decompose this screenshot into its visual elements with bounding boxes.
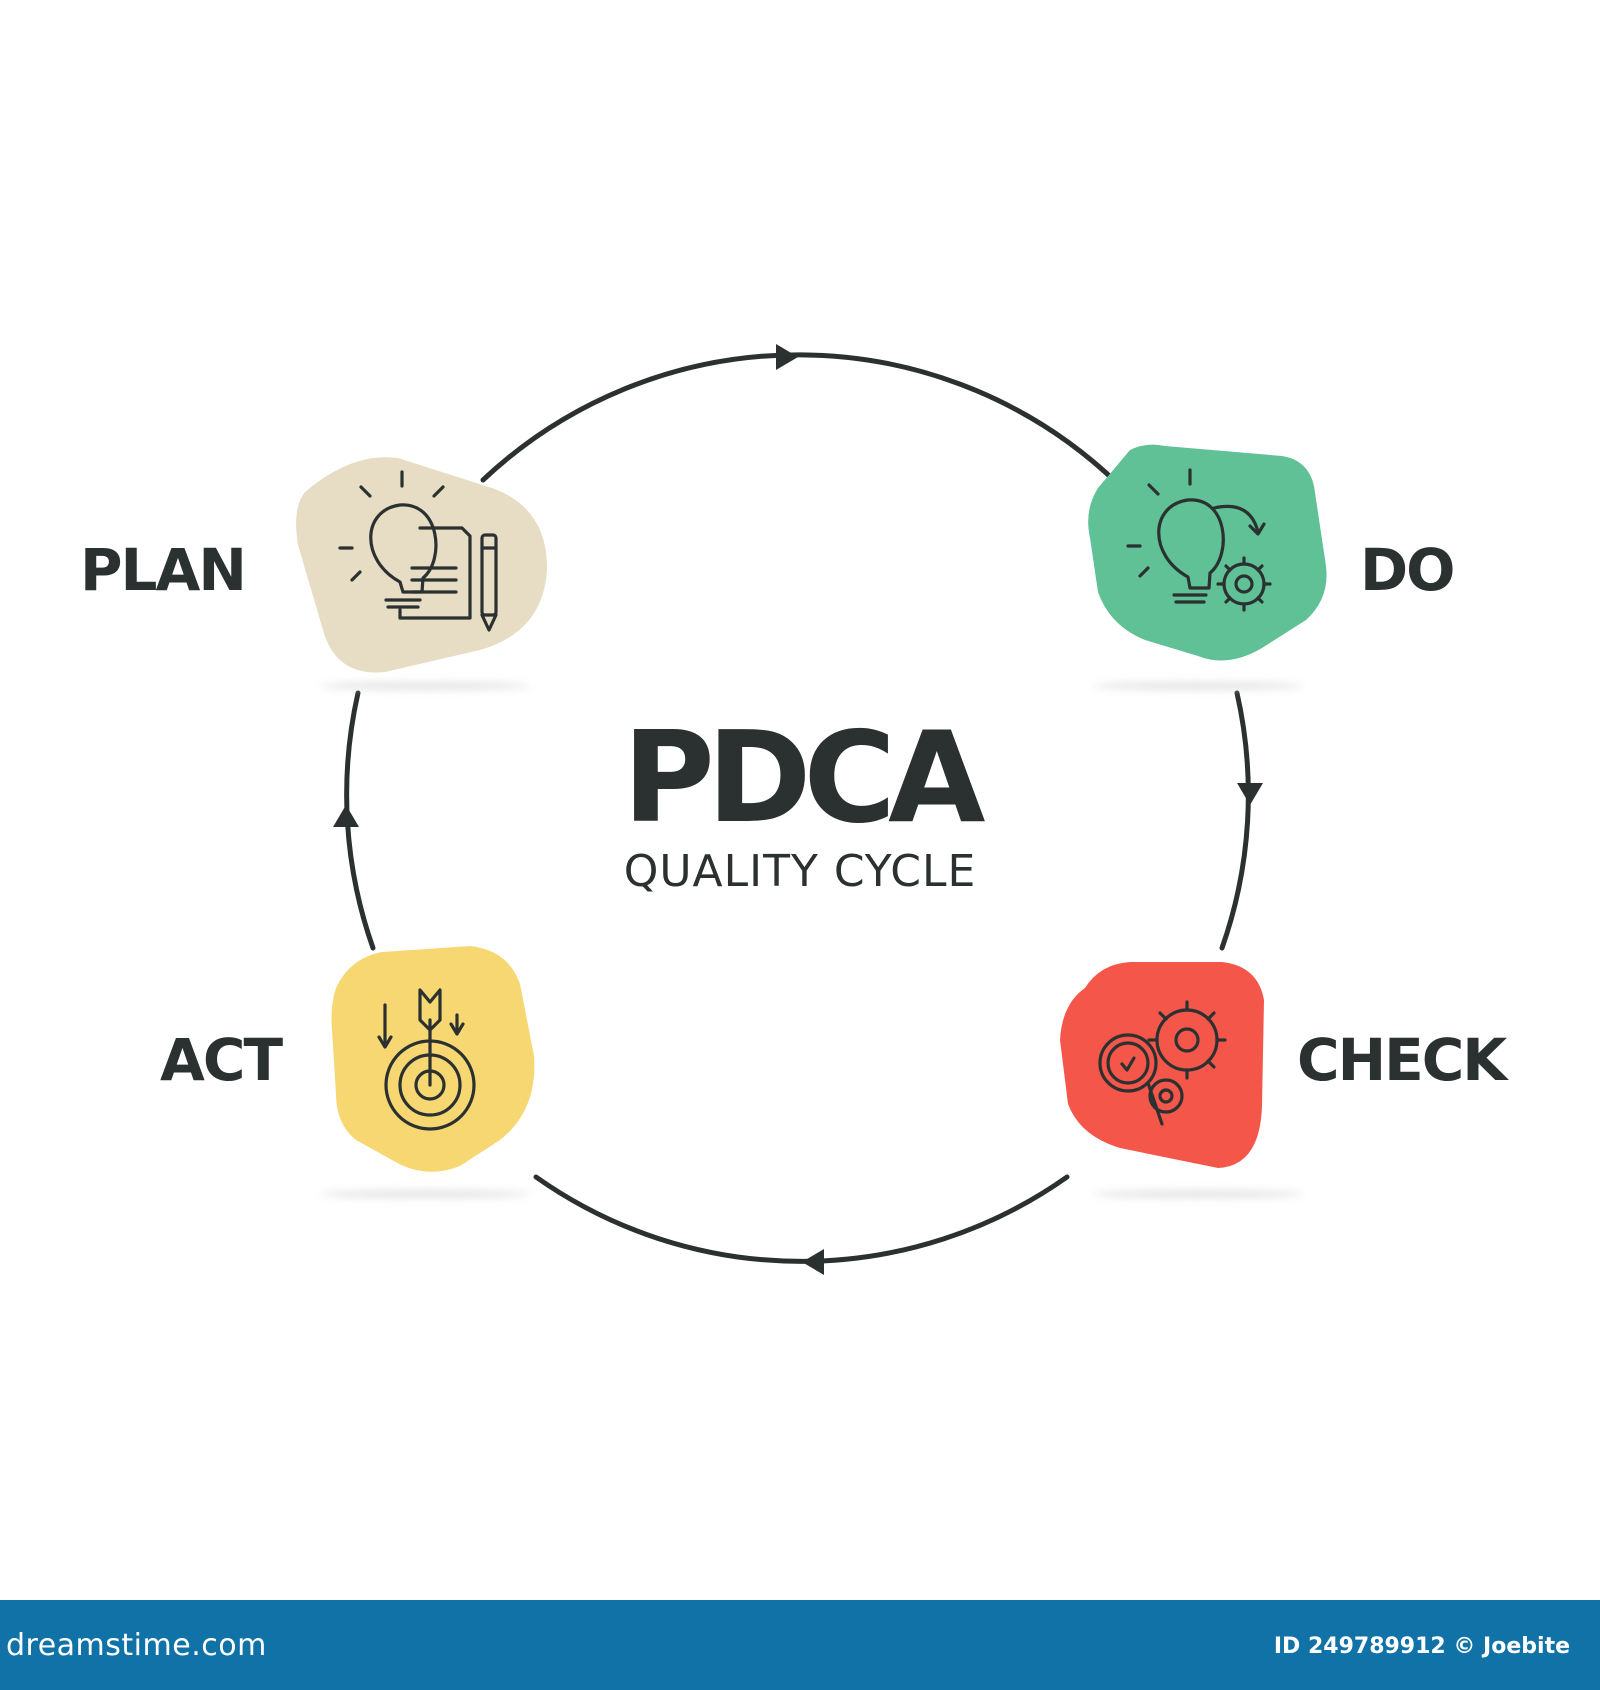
- act-blob: [331, 946, 535, 1172]
- arc-do-to-check: [1219, 690, 1251, 951]
- stage-label-check: CHECK: [1297, 1026, 1507, 1094]
- target-arrow-icon: [377, 988, 476, 1131]
- arrow-left-icon: [802, 1249, 824, 1275]
- lightbulb-gear-icon: [1126, 468, 1272, 612]
- check-stage-card: [1060, 962, 1264, 1168]
- plan-blob: [296, 457, 548, 673]
- do-blob: [1088, 444, 1327, 661]
- cycle-ring: [344, 352, 1251, 1264]
- arrow-down-icon: [1237, 783, 1263, 805]
- stage-label-do: DO: [1360, 536, 1455, 604]
- arc-check-to-act: [533, 1174, 1070, 1264]
- arrow-up-icon: [333, 805, 359, 827]
- diagram-subtitle: QUALITY CYCLE: [623, 846, 977, 897]
- lightbulb-document-pencil-icon: [338, 470, 498, 632]
- footer-image-id: ID 249789912 © Joebite: [1273, 1634, 1570, 1659]
- footer-brand[interactable]: dreamstime.com: [6, 1628, 267, 1663]
- check-blob: [1060, 962, 1264, 1168]
- arrow-right-icon: [776, 344, 798, 370]
- do-stage-card: [1088, 444, 1327, 661]
- pdca-cycle-diagram: [296, 344, 1327, 1275]
- stage-label-plan: PLAN: [80, 536, 247, 604]
- stage-label-act: ACT: [160, 1026, 283, 1094]
- act-stage-card: [331, 946, 535, 1172]
- magnifier-gears-icon: [1098, 1000, 1227, 1126]
- diagram-title: PDCA: [622, 704, 986, 851]
- plan-stage-card: [296, 457, 548, 673]
- arc-plan-to-do: [480, 352, 1120, 486]
- footer-bar: dreamstime.com ID 249789912 © Joebite: [0, 1600, 1600, 1690]
